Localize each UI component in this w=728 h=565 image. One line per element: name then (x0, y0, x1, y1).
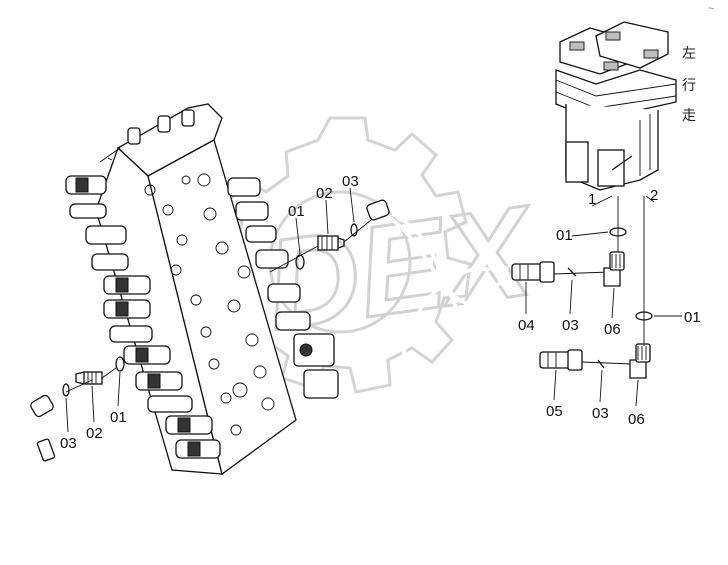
o-ring-left-01 (115, 356, 125, 372)
callout-02: 02 (316, 185, 333, 202)
elbow-fitting-06-lower (629, 343, 651, 379)
callout-03: 03 (592, 405, 609, 422)
side-label-char-1: 左 (682, 46, 696, 62)
callout-01: 01 (288, 203, 305, 220)
long-hose-left (30, 266, 509, 532)
connector-left-02 (75, 371, 103, 385)
o-ring-center-01 (295, 254, 305, 270)
callout-2: 2 (650, 187, 658, 204)
callout-01: 01 (556, 227, 573, 244)
callout-03: 03 (60, 435, 77, 452)
hose-04 (366, 199, 555, 306)
elbow-fitting-06-upper (603, 251, 625, 287)
side-label-char-3: 走 (682, 108, 696, 124)
callout-06: 06 (628, 411, 645, 428)
callout-02: 02 (86, 425, 103, 442)
callout-05: 05 (546, 403, 563, 420)
callout-01: 01 (110, 409, 127, 426)
leader-lines (65, 187, 682, 433)
o-ring-left-03 (62, 383, 70, 397)
callout-labels: 01 02 03 1 2 01 01 04 03 06 05 03 06 03 … (60, 173, 701, 452)
corner-mark: ~ (708, 3, 714, 15)
left-fitting-assembly (62, 356, 125, 397)
callout-04: 04 (518, 317, 535, 334)
pilot-valve-pedal (555, 21, 677, 191)
callout-1: 1 (588, 191, 596, 208)
o-ring-05-03 (597, 359, 605, 369)
left-port-fittings (65, 175, 221, 459)
center-fitting-assembly (269, 215, 377, 273)
callout-01: 01 (684, 309, 701, 326)
callout-06: 06 (604, 321, 621, 338)
callout-03: 03 (342, 173, 359, 190)
hose-05 (391, 212, 583, 371)
callout-03: 03 (562, 317, 579, 334)
side-label-char-2: 行 (682, 78, 696, 94)
connector-center-02 (317, 235, 345, 251)
right-port-fittings (227, 177, 339, 399)
o-ring-04-03 (567, 267, 577, 277)
side-label-vertical: 左 行 走 (682, 46, 696, 124)
control-valve-block (95, 103, 297, 476)
o-ring-center-03 (350, 223, 358, 237)
